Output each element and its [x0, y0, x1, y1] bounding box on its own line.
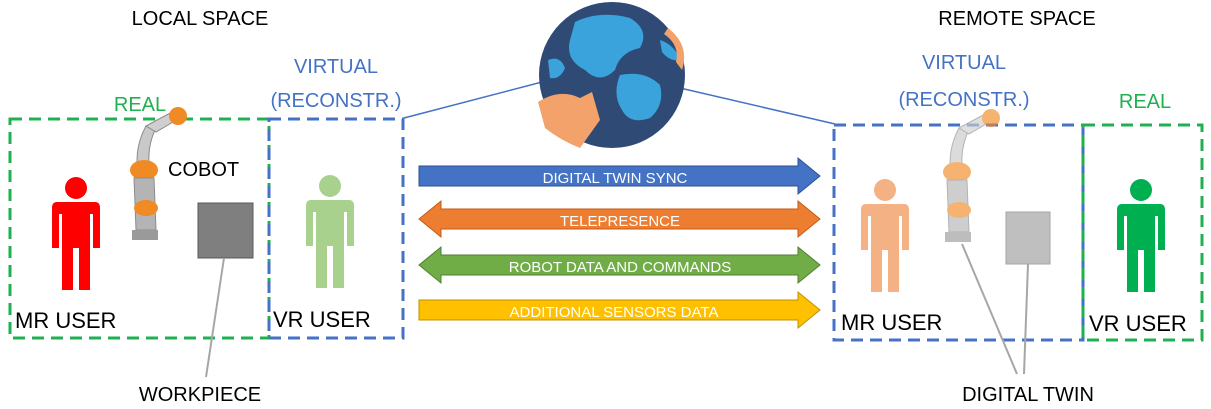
link-label-robot-data-and-commands: ROBOT DATA AND COMMANDS — [509, 259, 732, 276]
link-digital-twin-sync: DIGITAL TWIN SYNC — [418, 156, 821, 196]
globe-link-local — [403, 81, 543, 119]
mr-user-local-icon — [52, 177, 100, 290]
local-virtual-label: VIRTUAL — [294, 56, 378, 78]
globe-link-remote — [679, 87, 836, 125]
workpiece-pointer — [205, 257, 225, 378]
local-real-label: REAL — [114, 94, 166, 116]
digital-twin-robot-icon — [942, 108, 1001, 243]
remote-virtual-reconstr-label: (RECONSTR.) — [898, 89, 1029, 111]
vr-user-remote-icon — [1117, 179, 1165, 292]
link-robot-data-and-commands: ROBOT DATA AND COMMANDS — [418, 245, 821, 285]
workpiece-remote — [1005, 211, 1051, 265]
link-telepresence: TELEPRESENCE — [418, 199, 821, 239]
link-additional-sensors-data: ADDITIONAL SENSORS DATA — [418, 290, 821, 330]
workpiece-local — [197, 202, 254, 259]
remote-space-title: REMOTE SPACE — [938, 8, 1095, 30]
digital-twin-pointer-robot — [961, 243, 1018, 375]
mr-user-remote-icon — [861, 179, 909, 292]
mr-user-remote-label: MR USER — [841, 310, 942, 335]
globe-icon — [538, 2, 685, 148]
link-label-additional-sensors-data: ADDITIONAL SENSORS DATA — [510, 304, 719, 321]
digital-twin-pointer-workpiece — [1023, 263, 1029, 375]
workpiece-label: WORKPIECE — [139, 384, 261, 406]
vr-user-remote-label: VR USER — [1089, 311, 1187, 336]
mr-user-local-label: MR USER — [15, 308, 116, 333]
local-virtual-reconstr-label: (RECONSTR.) — [270, 90, 401, 112]
remote-virtual-box — [832, 123, 1085, 342]
local-space-title: LOCAL SPACE — [132, 8, 269, 30]
cobot-label: COBOT — [168, 159, 239, 181]
digital-twin-label: DIGITAL TWIN — [962, 384, 1094, 406]
remote-virtual-label: VIRTUAL — [922, 52, 1006, 74]
link-label-telepresence: TELEPRESENCE — [560, 213, 680, 230]
link-label-digital-twin-sync: DIGITAL TWIN SYNC — [543, 170, 688, 187]
remote-real-box — [1081, 123, 1204, 342]
local-virtual-box — [267, 117, 405, 340]
vr-user-local-icon — [306, 175, 354, 288]
vr-user-local-label: VR USER — [273, 307, 371, 332]
remote-real-label: REAL — [1119, 91, 1171, 113]
